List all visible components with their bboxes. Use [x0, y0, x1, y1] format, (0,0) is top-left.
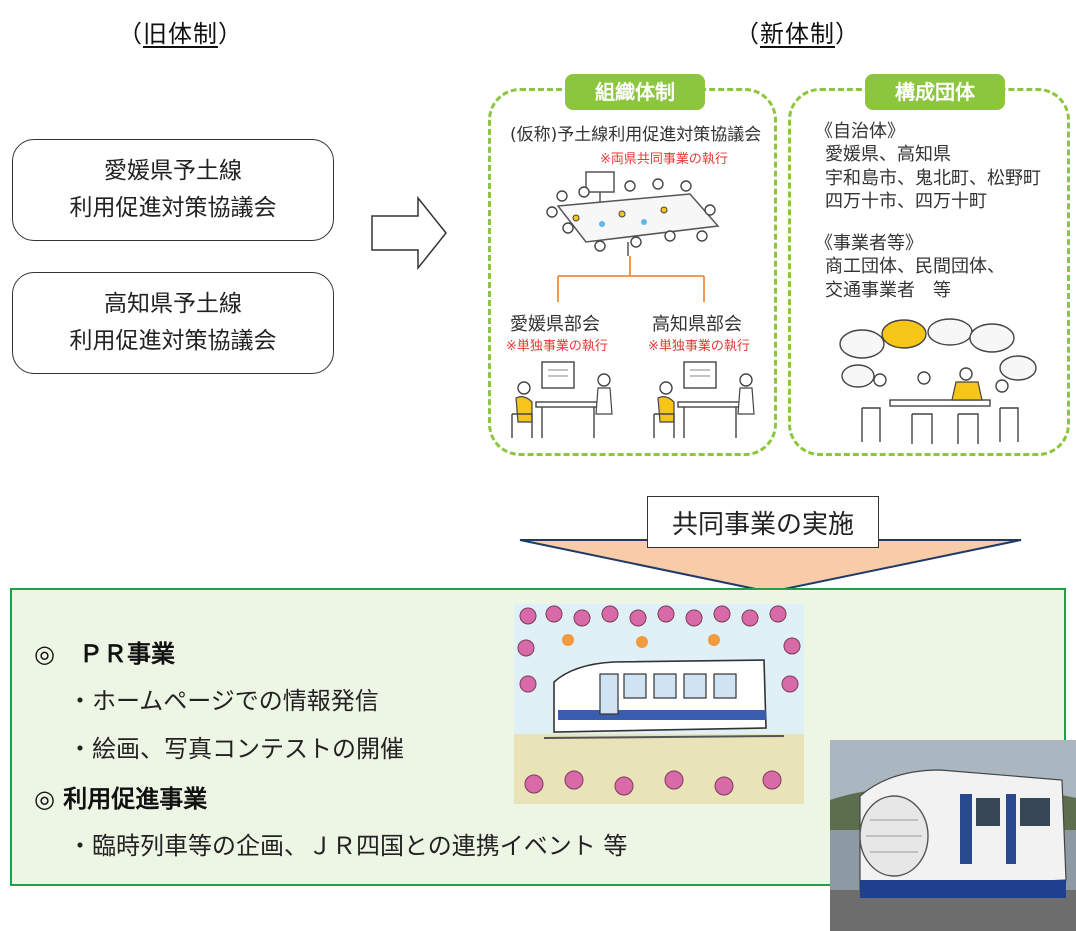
org-tree-lines: [557, 256, 705, 302]
members-panel: [788, 88, 1070, 456]
subcommittee-kochi-note: ※単独事業の執行: [648, 339, 750, 354]
pr-heading: ◎ ＰＲ事業: [34, 640, 175, 668]
council-note: ※両県共同事業の執行: [600, 152, 728, 167]
old-council-kochi: 高知県予土線 利用促進対策協議会: [12, 272, 334, 374]
heading-new: （新体制）: [735, 20, 860, 48]
subcommittee-ehime-illustration: [511, 361, 613, 438]
meeting-table-illustration: [546, 171, 720, 256]
subcommittee-kochi-name: 高知県部会: [652, 314, 742, 335]
old-council-kochi-line1: 高知県予土線: [104, 291, 242, 318]
pr-item: ・ホームページでの情報発信: [68, 687, 379, 715]
use-item: ・臨時列車等の企画、ＪＲ四国との連携イベント 等: [68, 832, 628, 860]
subcommittee-ehime-note: ※単独事業の執行: [506, 339, 608, 354]
old-council-ehime-line1: 愛媛県予土線: [104, 158, 242, 185]
joint-label-box: 共同事業の実施: [647, 496, 879, 548]
subcommittee-kochi-illustration: [653, 361, 755, 438]
members-line: 交通事業者 等: [825, 279, 951, 301]
members-group-businesses: 《事業者等》 商工団体、民間団体、 交通事業者 等: [815, 232, 1005, 302]
members-line: 四万十市、四万十町: [825, 191, 987, 213]
members-panel-title: 構成団体: [865, 74, 1005, 110]
members-line: 愛媛県、高知県: [825, 144, 951, 166]
org-panel-title: 組織体制: [565, 74, 705, 110]
members-line: 宇和島市、鬼北町、松野町: [825, 167, 1041, 189]
old-council-ehime: 愛媛県予土線 利用促進対策協議会: [12, 139, 334, 241]
old-council-ehime-line2: 利用促進対策協議会: [69, 195, 277, 221]
members-group-label: 《事業者等》: [815, 233, 923, 254]
heading-old-text: 旧体制: [143, 20, 218, 48]
joint-label: 共同事業の実施: [671, 509, 854, 540]
use-heading: ◎ 利用促進事業: [34, 785, 208, 813]
members-line: 商工団体、民間団体、: [825, 256, 1005, 278]
org-panel: [488, 88, 777, 456]
pr-item: ・絵画、写真コンテストの開催: [68, 735, 404, 763]
council-name: (仮称)予土線利用促進対策協議会: [510, 125, 762, 145]
subcommittee-ehime-name: 愛媛県部会: [510, 314, 600, 335]
train-drawing-image: [514, 604, 804, 804]
members-group-label: 《自治体》: [815, 121, 905, 142]
train-photo-image: [830, 740, 1076, 931]
transition-arrow-icon: [371, 195, 447, 271]
old-council-kochi-line2: 利用促進対策協議会: [69, 328, 277, 354]
heading-new-text: 新体制: [760, 20, 835, 48]
discussion-illustration: [839, 318, 1037, 444]
members-group-municipalities: 《自治体》 愛媛県、高知県 宇和島市、鬼北町、松野町 四万十市、四万十町: [815, 120, 1041, 214]
heading-old: （旧体制）: [118, 20, 243, 48]
